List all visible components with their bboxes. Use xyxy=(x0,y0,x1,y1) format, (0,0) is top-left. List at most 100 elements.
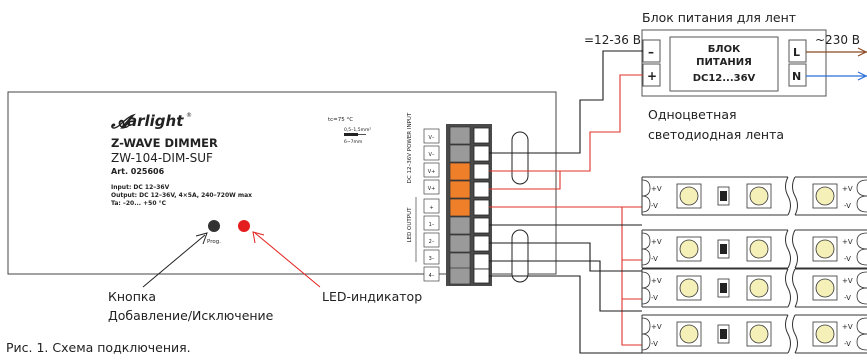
terminal-label: V– xyxy=(429,152,435,158)
resistor-body xyxy=(720,244,727,254)
terminal-label-box xyxy=(423,179,440,195)
terminal-slot xyxy=(473,199,490,216)
terminal-label: V+ xyxy=(428,169,436,175)
wire-psu-minus xyxy=(489,50,643,154)
strip-pad xyxy=(856,287,867,305)
led-chip-lens xyxy=(749,278,769,298)
wire-ch2 xyxy=(489,242,642,272)
button-callout-sub: Добавление/Исключение xyxy=(108,308,274,323)
dimmer-tc: tc=75 °C xyxy=(328,117,353,123)
button-callout-line xyxy=(142,234,206,288)
led-indicator xyxy=(238,220,250,232)
led-strips: +V-V+V-V+V-V+V-V+V-V+V-V+V-V+V-V xyxy=(641,176,867,354)
terminal-label: + xyxy=(429,205,433,211)
terminal-slot xyxy=(473,235,490,252)
terminal-label-box xyxy=(423,215,440,231)
strip-pad xyxy=(641,232,651,250)
terminal-v-plus-1 xyxy=(449,162,471,181)
terminal-slot xyxy=(473,145,490,162)
strip-pad xyxy=(856,248,867,266)
resistor-body xyxy=(720,283,727,293)
strip-plus-label: +V xyxy=(651,277,662,285)
led-chip-lens xyxy=(679,278,699,298)
button-callout-title: Кнопка xyxy=(108,289,156,304)
strip-cut xyxy=(792,268,798,308)
wire-strip-icon xyxy=(344,133,358,136)
strip-cut xyxy=(792,229,798,269)
strip-minus-label: -V xyxy=(651,255,658,263)
strip-pad xyxy=(856,232,867,250)
led-chip-lens xyxy=(679,186,699,206)
terminal-label: V+ xyxy=(428,186,436,192)
led-chip-lens xyxy=(749,186,769,206)
led-strip: +V -V +V -V xyxy=(641,268,867,308)
button-callout-arrow xyxy=(195,232,208,245)
ac-arrow-l xyxy=(857,47,867,57)
terminal-label-box xyxy=(423,266,440,282)
psu-line-2: ПИТАНИЯ xyxy=(696,57,752,68)
strip-plus-label: +V xyxy=(842,238,853,246)
terminal-label-box xyxy=(423,145,440,161)
wires xyxy=(489,50,643,354)
strip-plus-label: +V xyxy=(842,277,853,285)
led-chip-lens xyxy=(749,239,769,259)
led-chip-lens xyxy=(815,239,835,259)
dimmer-spec-temp: Ta: –20... +50 °C xyxy=(111,200,167,207)
dimmer-title: Z-WAVE DIMMER xyxy=(111,136,218,150)
led-chip-lens xyxy=(749,324,769,344)
dimmer-model: ZW-104-DIM-SUF xyxy=(111,151,213,165)
psu-pin-l-label: L xyxy=(793,46,800,59)
power-input-label: DC 12–36V POWER INPUT xyxy=(407,112,413,183)
led-strip: +V-V+V-V xyxy=(641,314,867,354)
terminal-ch4 xyxy=(449,267,471,285)
strip-minus-label: -V xyxy=(844,294,851,302)
strip-cut xyxy=(785,176,791,216)
dimmer: 𝓐 arlight ® Z-WAVE DIMMER ZW-104-DIM-SUF… xyxy=(7,91,557,286)
psu-pin-n-label: N xyxy=(792,70,801,83)
terminal-ch2 xyxy=(449,234,471,253)
strip-cut xyxy=(792,176,798,216)
led-output-label: LED OUTPUT xyxy=(407,207,413,243)
strip-cut xyxy=(785,229,791,269)
strip-title-line-1: Одноцветная xyxy=(648,107,737,122)
prog-button[interactable] xyxy=(208,220,220,232)
strip-outline xyxy=(641,229,867,269)
terminal-label: V– xyxy=(429,135,435,141)
terminal-led-plus xyxy=(449,198,471,217)
strip-plus-label: +V xyxy=(651,185,662,193)
strip-plus-label: +V xyxy=(651,323,662,331)
strip-title-line-2: светодиодная лента xyxy=(648,127,784,142)
ac-arrow-n xyxy=(857,71,867,81)
dimmer-wire-section: 0,5–1,5mm² xyxy=(344,127,371,133)
strip-cut xyxy=(785,268,791,308)
cable-oval-bottom xyxy=(511,229,529,283)
led-chip-lens xyxy=(815,278,835,298)
strip-pad xyxy=(641,248,651,266)
terminal-slot xyxy=(473,268,490,284)
terminal-label-box xyxy=(423,232,440,248)
led-chip-lens xyxy=(679,239,699,259)
strip-pad xyxy=(856,271,867,289)
strip-minus-label: -V xyxy=(844,255,851,263)
terminal-slot xyxy=(473,253,490,270)
strip-minus-label: -V xyxy=(651,202,658,210)
led-chip-lens xyxy=(679,324,699,344)
resistor-body xyxy=(720,191,727,201)
led-callout-label: LED-индикатор xyxy=(322,289,422,304)
strip-pad xyxy=(856,195,867,213)
strip-outline xyxy=(641,268,867,308)
strip-plus-label: +V xyxy=(651,238,662,246)
strip-minus-label: -V xyxy=(651,294,658,302)
strip-pad xyxy=(641,287,651,305)
prog-label: Prog. xyxy=(207,239,221,245)
strip-pad xyxy=(641,333,651,351)
strip-pad xyxy=(856,179,867,197)
terminal-ch3 xyxy=(449,252,471,271)
strip-pad xyxy=(641,317,651,335)
power-supply: Блок питания для лент – + БЛОК ПИТАНИЯ D… xyxy=(584,10,867,97)
dimmer-article: Art. 025606 xyxy=(111,167,165,176)
wire-psu-plus xyxy=(489,74,643,190)
strip-pad xyxy=(641,271,651,289)
strip-pad xyxy=(856,317,867,335)
terminal-label: 2– xyxy=(429,239,435,245)
